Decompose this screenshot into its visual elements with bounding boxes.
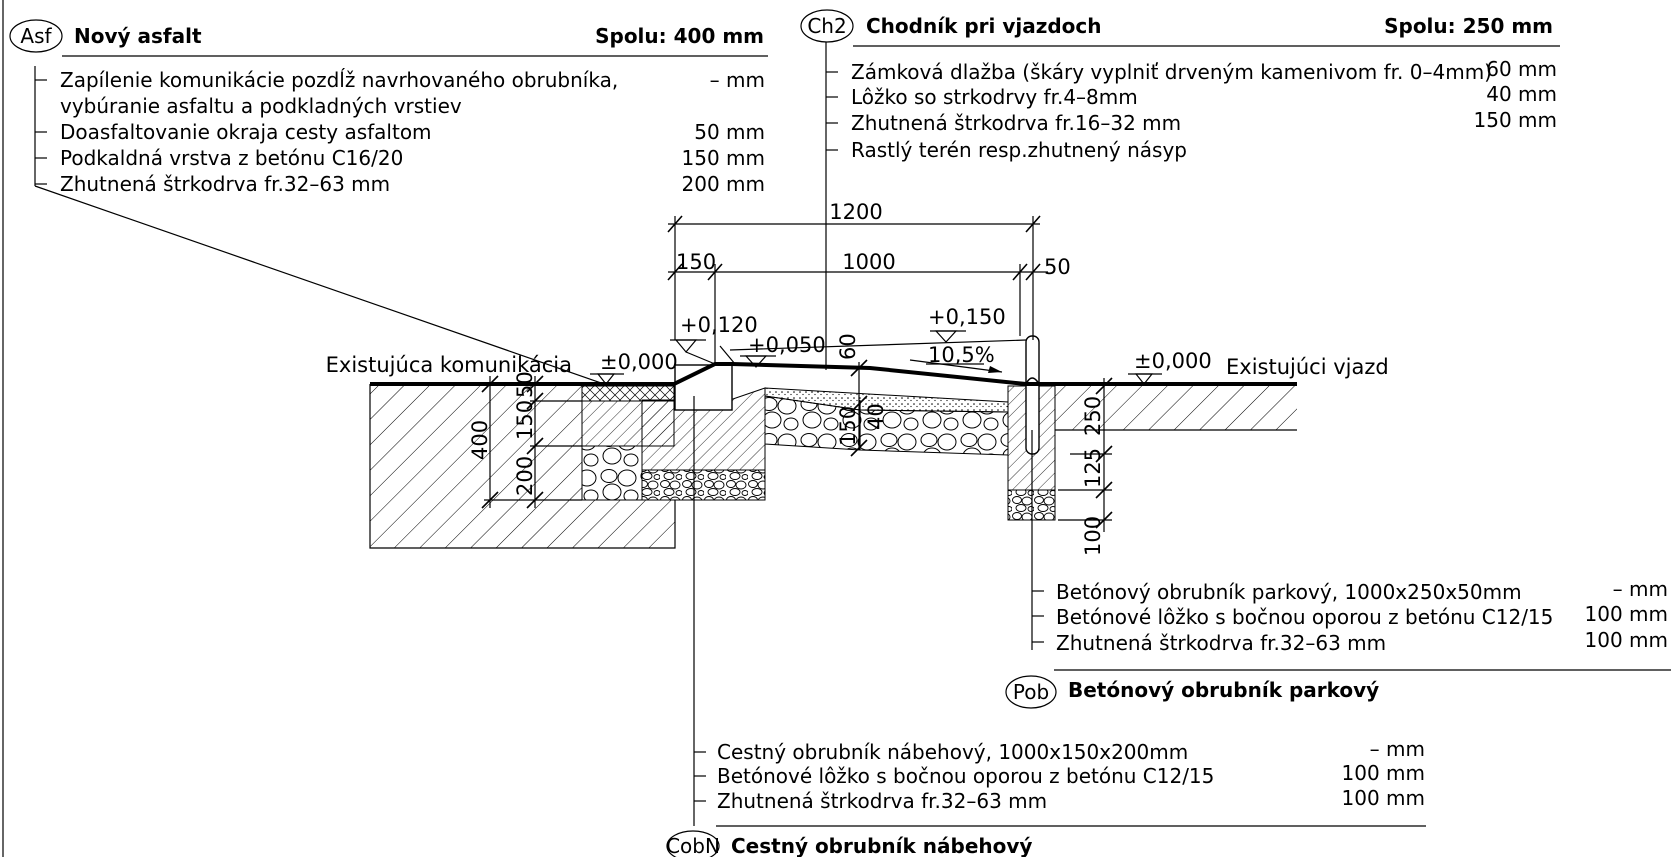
asf-row-2-text: vybúranie asfaltu a podkladných vrstiev bbox=[60, 94, 462, 118]
ch2-total: Spolu: 250 mm bbox=[1384, 14, 1553, 38]
asf-tag: Asf bbox=[20, 24, 52, 48]
pob-row-2-text: Betónové lôžko s bočnou oporou z betónu … bbox=[1056, 605, 1553, 629]
cobn-tag: CobN bbox=[666, 834, 720, 857]
asf-row-5-text: Zhutnená štrkodrva fr.32–63 mm bbox=[60, 172, 390, 196]
asf-leader-diagonal bbox=[34, 185, 605, 385]
label-existing-drive: Existujúci vjazd bbox=[1226, 355, 1389, 379]
pob-row-ticks bbox=[1032, 590, 1044, 643]
asf-row-1-value: – mm bbox=[710, 68, 765, 92]
dim-150-left: 150 bbox=[513, 400, 537, 440]
dim-1000: 1000 bbox=[842, 250, 895, 274]
dim-60: 60 bbox=[836, 333, 860, 360]
asf-total: Spolu: 400 mm bbox=[595, 24, 764, 48]
dimensions: 1200 150 1000 50 400 50 150 200 60 bbox=[468, 200, 1113, 556]
cobn-row-1-value: – mm bbox=[1370, 737, 1425, 761]
ch2-row-ticks bbox=[826, 71, 838, 151]
dim-200-left: 200 bbox=[513, 456, 537, 496]
pob-row-1-text: Betónový obrubník parkový, 1000x250x50mm bbox=[1056, 580, 1522, 604]
asf-row-5-value: 200 mm bbox=[682, 172, 766, 196]
asf-tag-circle bbox=[9, 19, 63, 53]
ch2-title: Chodník pri vjazdoch bbox=[866, 14, 1102, 38]
ch2-row-2-value: 40 mm bbox=[1486, 82, 1557, 106]
dim-150-mid: 150 bbox=[836, 406, 860, 446]
cobn-row-3-value: 100 mm bbox=[1342, 786, 1426, 810]
ch2-tag-circle bbox=[800, 9, 854, 43]
asf-row-1-text: Zapílenie komunikácie pozdĺž navrhovanéh… bbox=[60, 68, 618, 92]
label-existing-road: Existujúca komunikácia bbox=[326, 353, 572, 377]
level-150: +0,150 bbox=[928, 305, 1006, 329]
level-050: +0,050 bbox=[748, 333, 826, 357]
slope-arrow-head bbox=[988, 366, 1002, 373]
cobn-legend: Cestný obrubník nábehový, 1000x150x200mm… bbox=[666, 396, 1426, 857]
level-zero-left: ±0,000 bbox=[600, 350, 678, 374]
ch2-row-3-value: 150 mm bbox=[1474, 108, 1558, 132]
dim-1200: 1200 bbox=[829, 200, 882, 224]
pob-title: Betónový obrubník parkový bbox=[1068, 678, 1379, 702]
cobn-title: Cestný obrubník nábehový bbox=[731, 834, 1032, 857]
dim-125: 125 bbox=[1081, 448, 1105, 488]
asf-title: Nový asfalt bbox=[74, 24, 202, 48]
asf-row-4-text: Podkaldná vrstva z betónu C16/20 bbox=[60, 146, 403, 170]
cobn-row-3-text: Zhutnená štrkodrva fr.32–63 mm bbox=[717, 789, 1047, 813]
pob-curb-arch bbox=[1025, 377, 1040, 385]
asf-row-3-text: Doasfaltovanie okraja cesty asfaltom bbox=[60, 120, 432, 144]
cobn-gravel bbox=[641, 469, 766, 501]
dim-40: 40 bbox=[864, 403, 888, 430]
dim-400: 400 bbox=[468, 420, 492, 460]
cobn-row-2-value: 100 mm bbox=[1342, 761, 1426, 785]
ch2-row-4-text: Rastlý terén resp.zhutnený násyp bbox=[851, 138, 1187, 162]
cobn-row-ticks bbox=[694, 751, 706, 802]
asphalt-layer bbox=[581, 385, 675, 402]
ch2-tag: Ch2 bbox=[807, 14, 846, 38]
level-150-marker bbox=[934, 330, 958, 343]
cobn-row-2-text: Betónové lôžko s bočnou oporou z betónu … bbox=[717, 764, 1214, 788]
pob-legend: Betónový obrubník parkový, 1000x250x50mm… bbox=[1005, 430, 1671, 709]
ch2-row-2-text: Lôžko so strkodrvy fr.4–8mm bbox=[851, 85, 1138, 109]
asf-gravel-layer bbox=[581, 445, 643, 501]
existing-ground-left bbox=[370, 384, 675, 548]
ch2-row-1-value: 60 mm bbox=[1486, 57, 1557, 81]
asf-row-4-value: 150 mm bbox=[682, 146, 766, 170]
slope-label: 10,5% bbox=[928, 343, 995, 367]
dim-250: 250 bbox=[1081, 396, 1105, 436]
dim-100: 100 bbox=[1081, 516, 1105, 556]
asf-row-3-value: 50 mm bbox=[694, 120, 765, 144]
dim-50-left: 50 bbox=[513, 371, 537, 398]
ch2-row-3-text: Zhutnená štrkodrva fr.16–32 mm bbox=[851, 111, 1181, 135]
pob-row-3-text: Zhutnená štrkodrva fr.32–63 mm bbox=[1056, 631, 1386, 655]
asf-legend: Asf Nový asfalt Spolu: 400 mm Zapílenie … bbox=[9, 19, 768, 385]
level-zero-right: ±0,000 bbox=[1134, 349, 1212, 373]
cross-section bbox=[369, 335, 1297, 549]
dim-150-top: 150 bbox=[676, 250, 716, 274]
level-marks: Existujúca komunikácia ±0,000 +0,120 +0,… bbox=[326, 305, 1389, 385]
pob-tag: Pob bbox=[1013, 680, 1049, 704]
cobn-curb-stone bbox=[674, 364, 733, 411]
pob-row-2-value: 100 mm bbox=[1585, 602, 1669, 626]
level-120: +0,120 bbox=[680, 313, 758, 337]
ch2-row-1-text: Zámková dlažba (škáry vyplniť drveným ka… bbox=[851, 60, 1492, 84]
pob-row-3-value: 100 mm bbox=[1585, 628, 1669, 652]
pob-row-1-value: – mm bbox=[1613, 577, 1668, 601]
dim-50: 50 bbox=[1044, 255, 1071, 279]
slope-arrow bbox=[909, 359, 1003, 373]
level-120-marker bbox=[674, 339, 698, 353]
existing-ground-right bbox=[1055, 384, 1297, 430]
asf-row-ticks bbox=[35, 79, 47, 185]
cobn-row-1-text: Cestný obrubník nábehový, 1000x150x200mm bbox=[717, 740, 1188, 764]
pob-tag-circle bbox=[1005, 675, 1057, 709]
existing-ground-left-outline bbox=[369, 384, 676, 549]
cobn-tag-circle bbox=[666, 830, 720, 857]
ch2-legend: Ch2 Chodník pri vjazdoch Spolu: 250 mm Z… bbox=[800, 9, 1560, 370]
